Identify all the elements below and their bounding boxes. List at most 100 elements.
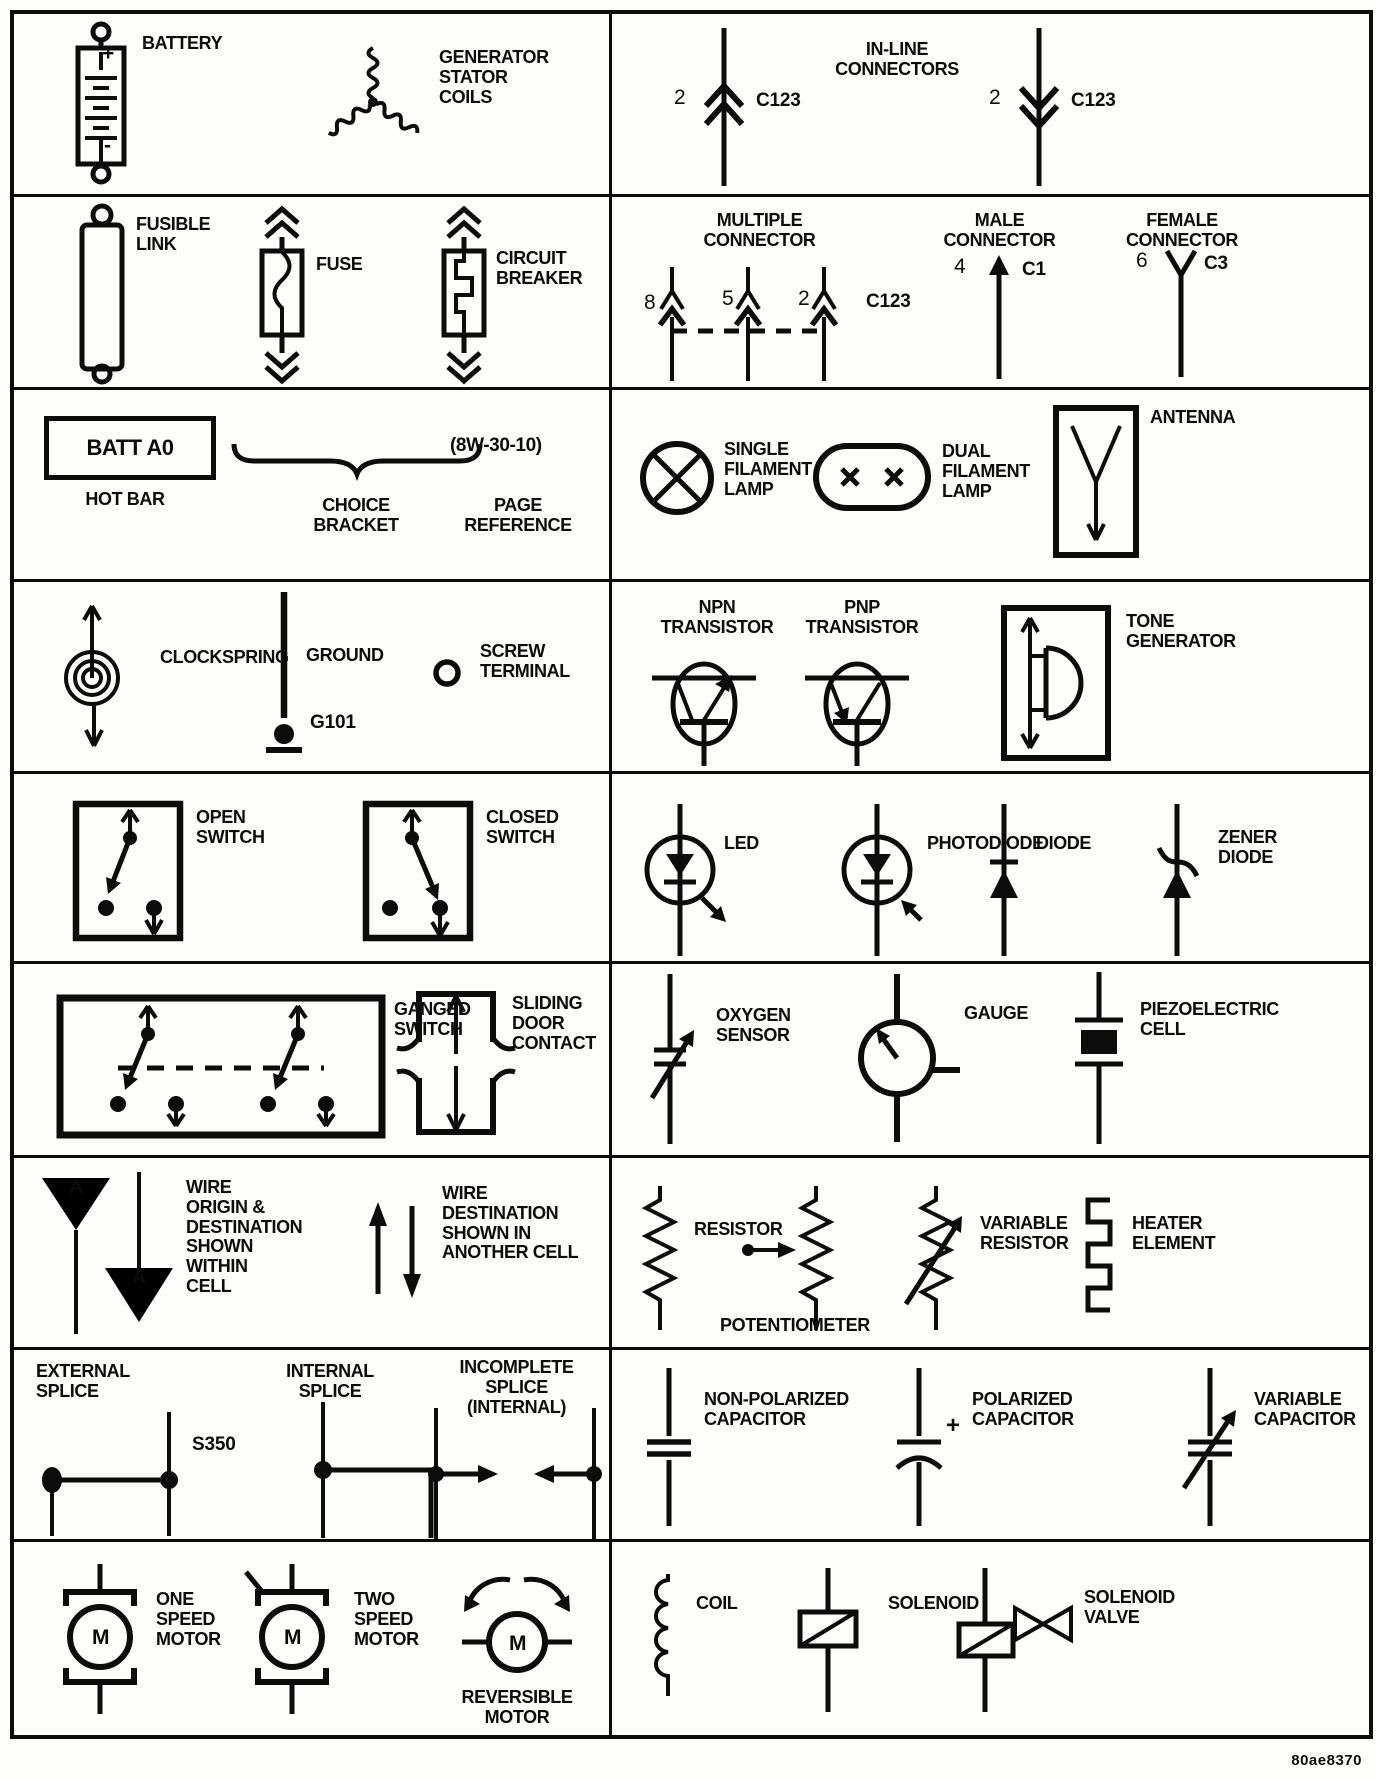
inline-connector-down-symbol [1018, 28, 1060, 186]
two-speed-motor-symbol [244, 1564, 329, 1714]
ground-code: G101 [310, 712, 356, 733]
cell-motors: M ONE SPEED MOTOR M TWO SPEED MOTOR M RE… [14, 1542, 612, 1735]
circuit-breaker-label: CIRCUIT BREAKER [496, 248, 583, 288]
variable-resistor-label: VARIABLE RESISTOR [980, 1213, 1069, 1253]
hot-bar-text: BATT A0 [86, 435, 174, 460]
incomplete-splice-label: INCOMPLETE SPLICE (INTERNAL) [459, 1357, 574, 1417]
cell-resistors: RESISTOR POTENTIOMETER VARIABLE RESISTOR… [612, 1158, 1369, 1350]
inline-up-cavity-number: 2 [674, 86, 686, 109]
cell-connectors: MULTIPLE CONNECTOR 8 5 2 C123 MALE CONNE… [612, 197, 1369, 390]
cell-splices: EXTERNAL SPLICE S350 INTERNAL SPLICE INC… [14, 1350, 612, 1542]
external-splice-label: EXTERNAL SPLICE [36, 1361, 130, 1401]
cell-fuse-breaker: FUSIBLE LINK FUSE CIRCUIT BREAKER [14, 197, 612, 390]
pnp-transistor-title: PNP TRANSISTOR [805, 597, 919, 637]
gauge-label: GAUGE [964, 1003, 1029, 1023]
antenna-label: ANTENNA [1150, 407, 1236, 427]
zener-diode-label: ZENER DIODE [1218, 827, 1278, 867]
led-label: LED [724, 833, 759, 853]
external-splice-symbol [42, 1412, 178, 1536]
variable-capacitor-symbol [1181, 1368, 1236, 1526]
external-splice-code: S350 [192, 1434, 236, 1455]
clockspring-label: CLOCKSPRING [160, 647, 289, 667]
wire-destination-label: WIRE DESTINATION SHOWN IN ANOTHER CELL [442, 1183, 579, 1263]
battery-symbol [75, 21, 127, 185]
cell-capacitors: NON-POLARIZED CAPACITOR + POLARIZED CAPA… [612, 1350, 1369, 1542]
led-symbol [644, 804, 726, 956]
coil-label: COIL [696, 1593, 738, 1613]
resistor-symbol [641, 1186, 679, 1330]
fuse-symbol [259, 205, 305, 385]
inline-down-cavity-number: 2 [989, 86, 1001, 109]
sliding-door-contact-symbol [396, 991, 516, 1135]
diode-symbol [990, 804, 1018, 956]
wire-origin-label: WIRE ORIGIN & DESTINATION SHOWN WITHIN C… [186, 1177, 303, 1296]
zener-diode-symbol [1156, 804, 1200, 956]
reversible-motor-label: REVERSIBLE MOTOR [461, 1687, 573, 1727]
cell-sensor-gauge: OXYGEN SENSOR GAUGE PIEZOELECTRIC CELL [612, 964, 1369, 1158]
internal-splice-label: INTERNAL SPLICE [286, 1361, 374, 1401]
one-speed-motor-label: ONE SPEED MOTOR [156, 1589, 221, 1649]
fusible-link-symbol [79, 203, 125, 385]
wire-destination-triangle-symbol [105, 1172, 173, 1322]
female-connector-code: C3 [1204, 253, 1228, 274]
photodiode-label: PHOTODIODE [927, 833, 1044, 853]
wire-origin-letter: A [69, 1177, 83, 1198]
inline-connectors-title: IN-LINE CONNECTORS [835, 39, 959, 79]
reversible-motor-symbol [462, 1576, 572, 1673]
hot-bar-label: HOT BAR [85, 489, 165, 509]
variable-capacitor-label: VARIABLE CAPACITOR [1254, 1389, 1356, 1429]
battery-plus-sign: + [102, 42, 115, 65]
resistor-label: RESISTOR [694, 1219, 783, 1239]
cell-wire-origin: A A WIRE ORIGIN & DESTINATION SHOWN WITH… [14, 1158, 612, 1350]
cell-transistors-tone: NPN TRANSISTOR PNP TRANSISTOR TONE GENER… [612, 582, 1369, 774]
page-reference-value: (8W-30-10) [450, 435, 542, 456]
multiple-connector-title: MULTIPLE CONNECTOR [703, 210, 816, 250]
hot-bar-box: BATT A0 [44, 416, 216, 480]
legend-table: + - BATTERY GENERATOR STATOR COILS 2 C12… [10, 10, 1373, 1739]
variable-resistor-symbol [903, 1186, 962, 1330]
solenoid-label: SOLENOID [888, 1593, 979, 1613]
cell-switches: OPEN SWITCH CLOSED SWITCH [14, 774, 612, 964]
oxygen-sensor-label: OXYGEN SENSOR [716, 1005, 791, 1045]
dual-filament-lamp-label: DUAL FILAMENT LAMP [942, 441, 1030, 501]
multiple-cavity-number-2: 5 [722, 287, 734, 310]
potentiometer-label: POTENTIOMETER [720, 1315, 870, 1335]
reversible-motor-letter: M [509, 1632, 527, 1655]
non-polarized-capacitor-label: NON-POLARIZED CAPACITOR [704, 1389, 849, 1429]
inline-down-connector-code: C123 [1071, 90, 1116, 111]
polarized-plus-sign: + [946, 1412, 961, 1439]
open-switch-symbol [72, 800, 184, 942]
tone-generator-symbol [1001, 605, 1111, 761]
cell-lamps-antenna: SINGLE FILAMENT LAMP DUAL FILAMENT LAMP … [612, 390, 1369, 582]
female-connector-title: FEMALE CONNECTOR [1125, 210, 1239, 250]
multiple-connector-code: C123 [866, 291, 911, 312]
diode-label: DIODE [1036, 833, 1092, 853]
multiple-cavity-number-3: 2 [798, 287, 810, 310]
dual-filament-lamp-symbol [813, 443, 931, 511]
female-cavity-number: 6 [1136, 249, 1148, 272]
generator-stator-coils-symbol [327, 46, 420, 137]
clockspring-symbol [64, 605, 120, 747]
multiple-cavity-number-1: 8 [644, 291, 656, 314]
male-connector-code: C1 [1022, 259, 1046, 280]
piezoelectric-cell-symbol [1075, 972, 1123, 1144]
single-filament-lamp-label: SINGLE FILAMENT LAMP [724, 439, 812, 499]
open-switch-label: OPEN SWITCH [196, 807, 265, 847]
ganged-switch-symbol [56, 994, 386, 1139]
two-speed-motor-letter: M [284, 1626, 302, 1649]
non-polarized-capacitor-symbol [647, 1368, 691, 1526]
oxygen-sensor-symbol [649, 974, 694, 1144]
page-reference-label: PAGE REFERENCE [464, 495, 572, 535]
polarized-capacitor-symbol [895, 1368, 943, 1526]
sliding-door-contact-label: SLIDING DOOR CONTACT [512, 993, 596, 1053]
generator-label: GENERATOR STATOR COILS [439, 47, 549, 107]
multiple-connector-symbol [657, 267, 839, 381]
cell-diodes: LED PHOTODIODE DIODE ZENER DIODE [612, 774, 1369, 964]
solenoid-symbol [797, 1568, 859, 1712]
solenoid-valve-symbol [956, 1568, 1073, 1712]
cell-clockspring-ground: CLOCKSPRING GROUND G101 SCREW TERMINAL [14, 582, 612, 774]
cell-ganged-sliding: GANGED SWITCH SLIDING DOOR CONTACT [14, 964, 612, 1158]
male-connector-title: MALE CONNECTOR [943, 210, 1056, 250]
male-cavity-number: 4 [954, 255, 966, 278]
tone-generator-label: TONE GENERATOR [1126, 611, 1236, 651]
